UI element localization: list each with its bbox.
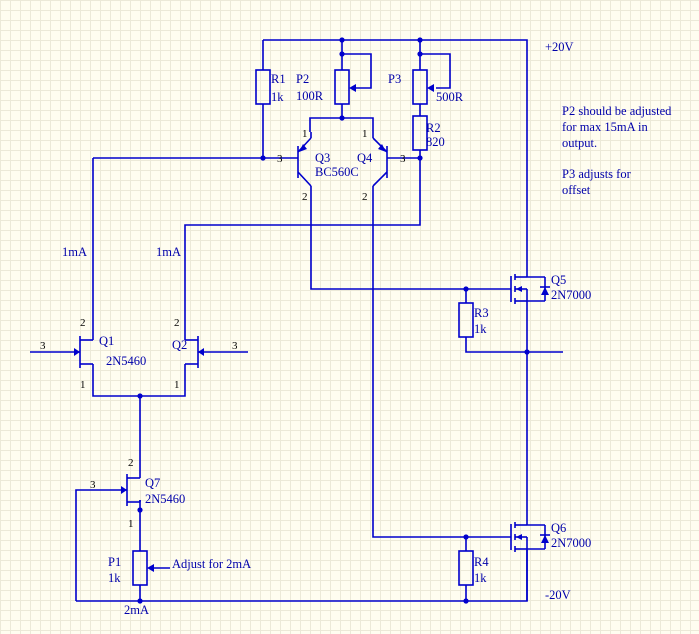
note-p2-line-3: output. [562, 136, 597, 150]
pin-q1-source: 1 [80, 379, 86, 391]
q7-value: 2N5460 [145, 492, 185, 506]
pin-q4-base: 3 [400, 153, 406, 165]
labels: +20V -20V R1 1k P2 100R P3 500R R2 820 Q… [62, 40, 672, 617]
pin-q4-emitter: 1 [362, 128, 368, 140]
wires [30, 39, 563, 602]
mosfet-q6 [510, 517, 550, 558]
pin-q7-source: 1 [128, 518, 134, 530]
r3-ref: R3 [474, 306, 489, 320]
potentiometer-p1 [132, 550, 154, 586]
mosfet-q5 [510, 270, 550, 308]
resistor-r3 [458, 302, 474, 338]
note-p2-line-1: P2 should be adjusted [562, 104, 672, 118]
r1-ref: R1 [271, 72, 286, 86]
note-p3-line-2: offset [562, 183, 591, 197]
q6-value: 2N7000 [551, 536, 591, 550]
resistor-r4 [458, 550, 474, 586]
q3-ref: Q3 [315, 151, 330, 165]
potentiometer-p2 [334, 69, 356, 105]
p2-ref: P2 [296, 72, 309, 86]
current-right-label: 1mA [156, 245, 181, 259]
pin-q7-gate: 3 [90, 479, 96, 491]
transistor-q3 [297, 132, 312, 193]
p1-ref: P1 [108, 555, 121, 569]
jfet-q1 [74, 336, 94, 368]
resistor-r2 [412, 115, 428, 151]
current-left-label: 1mA [62, 245, 87, 259]
junctions [137, 37, 530, 604]
resistor-r1 [255, 69, 271, 105]
pin-q1-drain: 2 [80, 317, 86, 329]
p2-value: 100R [296, 89, 324, 103]
q5-ref: Q5 [551, 273, 566, 287]
pin-q2-source: 1 [174, 379, 180, 391]
p3-ref: P3 [388, 72, 401, 86]
jfet-q2 [184, 336, 204, 368]
adjust-p1-label: Adjust for 2mA [172, 557, 251, 571]
pin-q3-base: 3 [277, 153, 283, 165]
note-p3-line-1: P3 adjusts for [562, 167, 632, 181]
q3-value: BC560C [315, 165, 359, 179]
rail-positive-label: +20V [545, 40, 574, 54]
q1-ref: Q1 [99, 334, 114, 348]
r3-value: 1k [474, 322, 487, 336]
q5-value: 2N7000 [551, 288, 591, 302]
pin-q1-gate: 3 [40, 340, 46, 352]
pin-q3-collector: 2 [302, 191, 308, 203]
q4-ref: Q4 [357, 151, 373, 165]
r2-value: 820 [426, 135, 445, 149]
r4-ref: R4 [474, 555, 489, 569]
pin-q2-drain: 2 [174, 317, 180, 329]
pin-numbers: 1 1 3 3 2 2 2 1 3 2 1 3 2 3 1 [40, 128, 406, 530]
pin-q4-collector: 2 [362, 191, 368, 203]
q6-ref: Q6 [551, 521, 566, 535]
q2-ref: Q2 [172, 338, 187, 352]
transistor-q4 [372, 132, 388, 193]
note-p2-line-2: for max 15mA in [562, 120, 649, 134]
jfet-q7 [121, 472, 141, 506]
r4-value: 1k [474, 571, 487, 585]
r2-ref: R2 [426, 121, 441, 135]
rail-negative-label: -20V [545, 588, 571, 602]
q1-value: 2N5460 [106, 354, 146, 368]
q7-ref: Q7 [145, 476, 160, 490]
p3-value: 500R [436, 90, 464, 104]
p1-value: 1k [108, 571, 121, 585]
pin-q3-emitter: 1 [302, 128, 308, 140]
r1-value: 1k [271, 90, 284, 104]
pin-q7-drain: 2 [128, 457, 134, 469]
current-bottom-label: 2mA [124, 603, 149, 617]
potentiometer-p3 [412, 69, 434, 105]
pin-q2-gate: 3 [232, 340, 238, 352]
